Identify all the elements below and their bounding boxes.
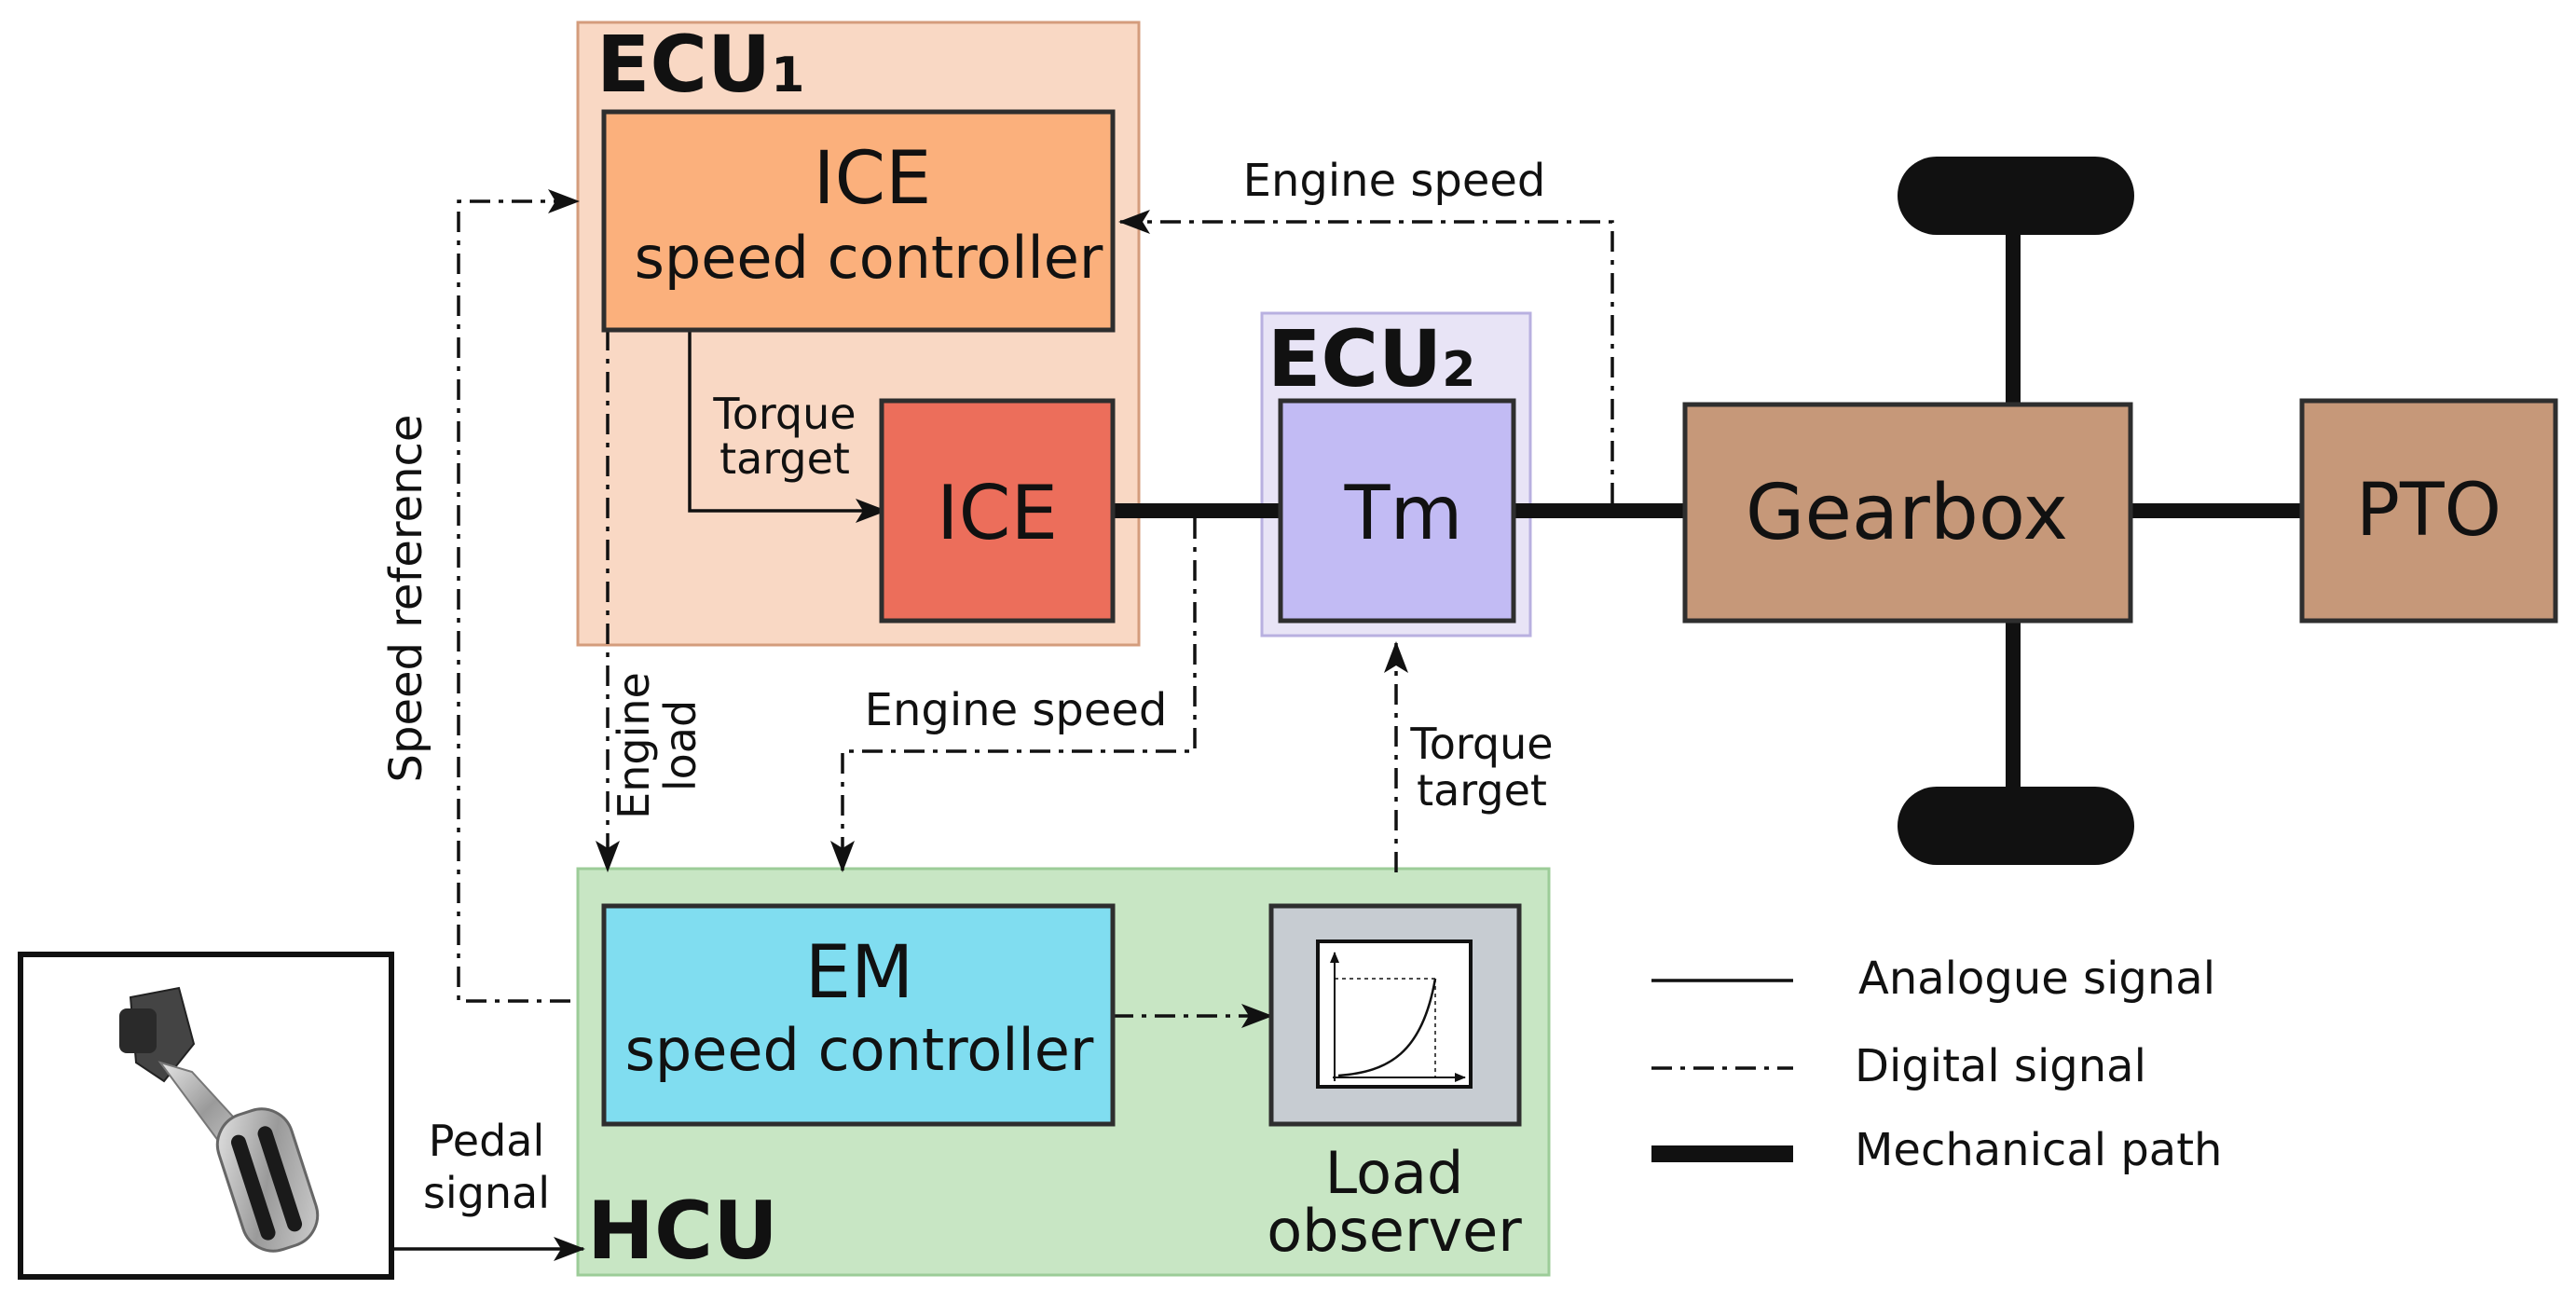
engine-load-label-1: Engine xyxy=(609,672,659,819)
legend-mechanical-label: Mechanical path xyxy=(1855,1124,2222,1176)
load-curve-plot-icon xyxy=(1316,940,1473,1089)
ice-speed-controller-block xyxy=(601,109,1116,333)
legend: Analogue signal Digital signal Mechanica… xyxy=(1651,953,2222,1176)
pto-block xyxy=(2299,398,2558,624)
em-controller-label-1: EM xyxy=(805,931,914,1015)
pedal-signal-label-1: Pedal xyxy=(429,1116,545,1166)
gearbox-label: Gearbox xyxy=(1746,469,2068,557)
engine-speed-mid-line xyxy=(830,518,1197,872)
tm-label: Tm xyxy=(1344,470,1463,556)
accelerator-pedal-icon xyxy=(119,986,320,1253)
legend-analogue-label: Analogue signal xyxy=(1858,953,2215,1005)
ice-block xyxy=(879,398,1116,624)
tm-block xyxy=(1278,398,1516,624)
ice-controller-label-1: ICE xyxy=(814,137,932,221)
engine-load-label-2: load xyxy=(655,700,706,791)
load-observer-label-1: Load xyxy=(1325,1139,1464,1207)
torque-target-tm-label-2: target xyxy=(1417,765,1547,816)
pedal-box xyxy=(18,952,394,1280)
ice-controller-label-2: speed controller xyxy=(635,224,1103,292)
engine-speed-mid-label: Engine speed xyxy=(865,684,1168,736)
legend-digital-label: Digital signal xyxy=(1855,1040,2146,1092)
analogue-signals xyxy=(391,330,887,1261)
load-observer-label-2: observer xyxy=(1267,1197,1522,1265)
wheel-icon xyxy=(1898,787,2134,865)
torque-target-ice-line xyxy=(688,330,887,523)
speed-reference-label: Speed reference xyxy=(380,415,432,783)
torque-target-ice-label-2: target xyxy=(719,433,850,484)
engine-speed-top-label: Engine speed xyxy=(1243,155,1546,207)
ecu1-title: ECU1 xyxy=(596,19,804,110)
wheel-icon xyxy=(1898,157,2134,235)
hcu-title: HCU xyxy=(587,1185,778,1278)
torque-target-tm-label-1: Torque xyxy=(1409,719,1553,769)
mechanical-path xyxy=(1115,233,2302,800)
digital-signals xyxy=(457,189,1614,1028)
speed-reference-line xyxy=(457,189,580,1003)
ice-label: ICE xyxy=(937,470,1058,556)
em-controller-label-2: speed controller xyxy=(625,1016,1094,1084)
ecu2-title: ECU2 xyxy=(1267,313,1475,405)
engine-speed-top-line xyxy=(1118,210,1614,503)
pedal-signal-label-2: signal xyxy=(423,1168,550,1218)
em-speed-controller-block xyxy=(601,903,1116,1127)
torque-target-ice-label-1: Torque xyxy=(712,389,856,439)
gearbox-block xyxy=(1682,402,2133,624)
pto-label: PTO xyxy=(2356,469,2501,553)
